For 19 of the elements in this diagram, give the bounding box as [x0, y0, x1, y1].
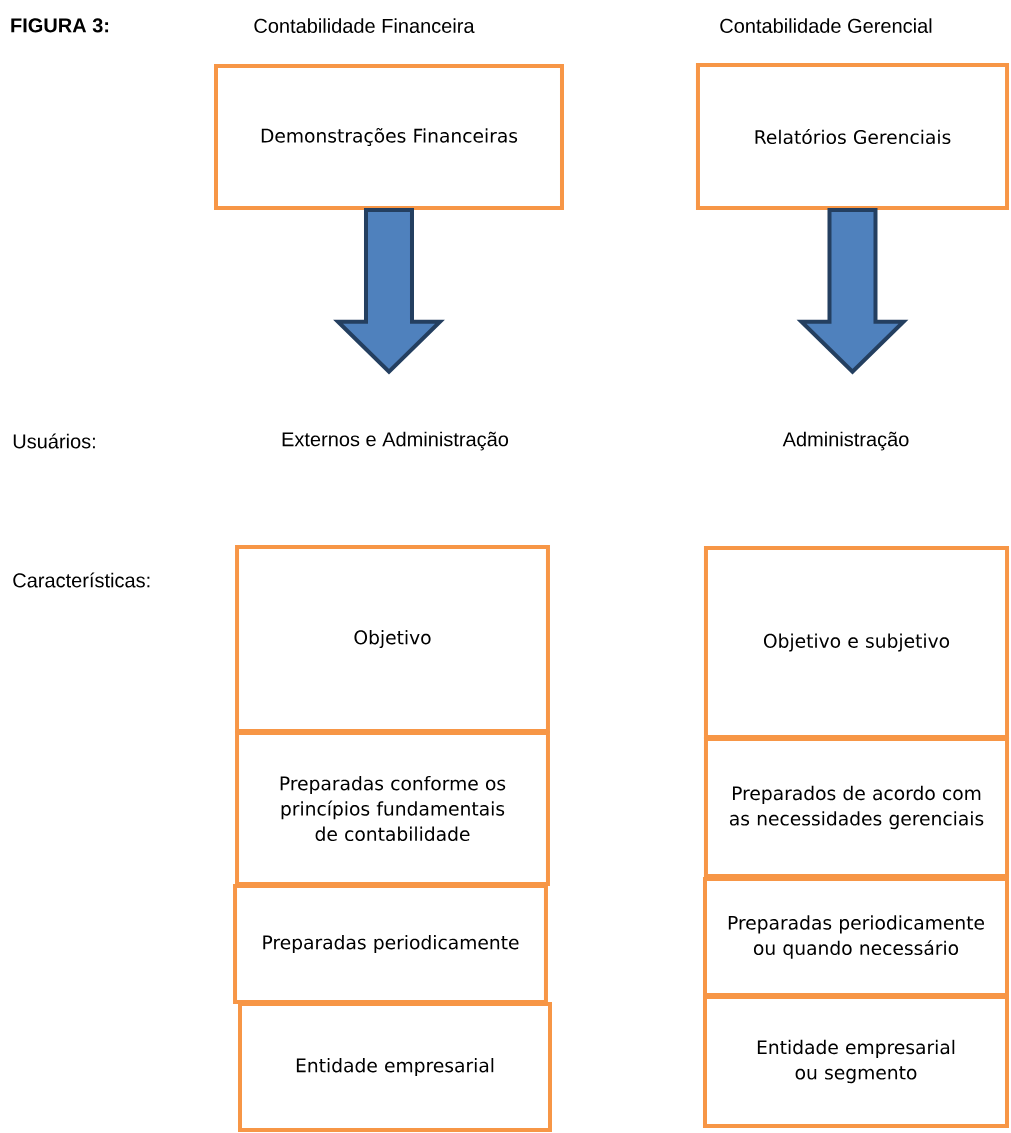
text-box: Objetivo e subjetivo: [703, 546, 1010, 740]
label: Características:: [13, 572, 150, 588]
text-box: Preparadas conforme os princípios fundamentais de contabilidade: [235, 731, 550, 886]
text-box: Demonstrações Financeiras: [214, 64, 564, 210]
label: Contabilidade Financeira: [254, 18, 475, 33]
block-arrow: [333, 208, 445, 375]
label: FIGURA 3:: [11, 18, 109, 33]
text-box: Relatórios Gerenciais: [695, 63, 1010, 210]
text-box: Preparados de acordo com as necessidades gerenciais: [703, 737, 1010, 879]
text-box: Entidade empresarial: [238, 1002, 552, 1132]
block-arrow: [796, 208, 909, 375]
text-box: Objetivo: [235, 545, 550, 733]
text-box: Entidade empresarial ou segmento: [703, 994, 1009, 1129]
user-label: Externos e Administração: [282, 431, 509, 451]
text-box: Preparadas periodicamente: [233, 884, 548, 1004]
label: Contabilidade Gerencial: [720, 18, 932, 33]
label: Usuários:: [13, 433, 95, 449]
user-label: Administração: [782, 431, 909, 451]
text-box: Preparadas periodicamente ou quando necessário: [703, 877, 1009, 997]
